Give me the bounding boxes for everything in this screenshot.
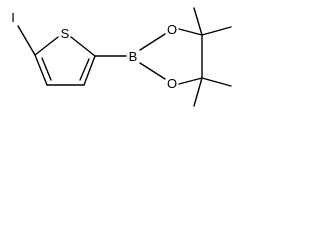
bond-methyl-top-right — [201, 26, 232, 36]
bond-s-c2 — [70, 36, 96, 57]
bond-c2-c3 — [83, 55, 96, 86]
bond-b-o-bottom — [139, 62, 166, 80]
bond-i-c5 — [17, 25, 36, 56]
bonds — [17, 7, 232, 107]
bond-o-top-c — [178, 28, 203, 36]
bond-c5-s — [34, 36, 59, 56]
molecule-canvas: I S B O O — [0, 0, 244, 120]
atom-sulfur: S — [61, 26, 70, 41]
atom-labels: I S B O O — [11, 10, 177, 91]
bond-methyl-top-left — [193, 7, 203, 36]
bond-c2-c3-inner — [79, 58, 90, 81]
atom-boron: B — [129, 49, 138, 64]
bond-b-o-top — [139, 33, 166, 51]
bond-c4-c5-inner — [41, 57, 52, 81]
atom-iodine: I — [11, 10, 15, 25]
atom-oxygen-bottom: O — [167, 76, 177, 91]
structure-drawing: I S B O O — [11, 7, 232, 107]
bond-methyl-bottom-left — [193, 77, 203, 107]
atom-oxygen-top: O — [167, 22, 177, 37]
bond-c4-c5 — [34, 54, 48, 86]
bond-methyl-bottom-right — [201, 77, 232, 87]
bond-o-bottom-c — [178, 77, 203, 85]
